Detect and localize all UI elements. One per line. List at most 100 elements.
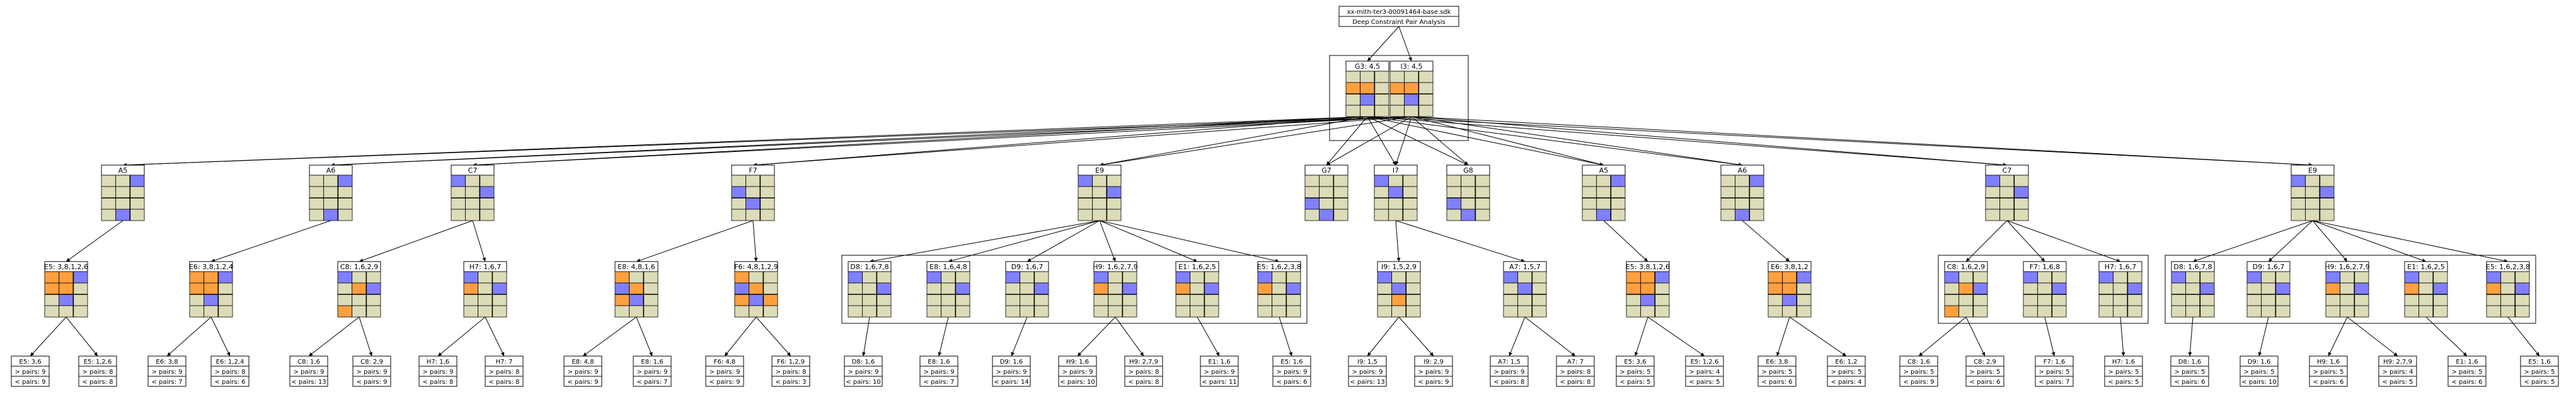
- level4-pairs-lt: < pairs: 6: [2313, 379, 2343, 386]
- level3-cell: [955, 305, 970, 318]
- level3-cell: [643, 294, 658, 306]
- level3-cluster: [2165, 255, 2536, 324]
- level3-cell: [1972, 305, 1988, 318]
- level3-cell: [2185, 294, 2200, 306]
- level3-node: F7: 1,6,8: [2023, 261, 2067, 318]
- level1-cell: [1389, 105, 1405, 117]
- level3-cell: [1204, 305, 1219, 318]
- level3-cell: [2418, 305, 2434, 318]
- level2-cell: [759, 209, 775, 221]
- level2-cell: [1388, 197, 1403, 210]
- level3-cell: [2418, 282, 2434, 295]
- level2-cell: [2319, 209, 2335, 221]
- level4-row-box: [1899, 376, 1938, 387]
- level4-label: A7: 7: [1567, 359, 1584, 366]
- tree-edge: [1395, 220, 1401, 262]
- level3-cell: [2340, 271, 2355, 284]
- level2-cell: [129, 186, 145, 199]
- level4-pairs-lt: < pairs: 8: [1128, 379, 1159, 386]
- level4-pairs-lt: < pairs: 5: [2382, 379, 2413, 386]
- level3-node: F6: 4,8,1,2,9: [734, 261, 778, 318]
- level3-cell: [1796, 271, 1812, 284]
- level3-label: C8: 1,6,2,9: [1947, 263, 1985, 271]
- level3-label: F7: 1,6,8: [2030, 263, 2061, 271]
- level4-label: I9: 2,9: [1423, 359, 1444, 366]
- level4-node: H9: 2,7,9> pairs: 4< pairs: 5: [2378, 355, 2417, 387]
- level3-cell: [1108, 271, 1123, 284]
- level3-cell: [59, 294, 74, 306]
- level3-cell: [955, 282, 970, 295]
- level3-cell: [762, 271, 778, 284]
- tree-edge: [1918, 316, 1967, 357]
- level3-cell: [352, 305, 367, 318]
- tree-edge: [30, 316, 67, 357]
- level4-node: E5: 1,6> pairs: 5< pairs: 5: [2520, 355, 2559, 387]
- tree-edge: [2044, 316, 2056, 357]
- level3-cluster: [841, 255, 1308, 324]
- level3-cell: [2514, 271, 2530, 284]
- level3-cell: [59, 305, 74, 318]
- level3-cell: [2098, 294, 2114, 306]
- level3-cell: [749, 294, 764, 306]
- level4-pairs-lt: < pairs: 9: [14, 379, 45, 386]
- tree-edge: [2120, 316, 2125, 357]
- level4-label: H9: 1,6: [2317, 359, 2340, 366]
- level4-pairs-lt: < pairs: 8: [422, 379, 453, 386]
- level2-cell: [1106, 197, 1122, 210]
- level3-cell: [217, 294, 233, 306]
- level1-cell: [1389, 93, 1405, 106]
- level4-row-box: [563, 376, 602, 387]
- level3-node: H9: 1,6,2,7,9: [2325, 261, 2370, 318]
- level2-cell: [115, 197, 130, 210]
- level3-cell: [1175, 282, 1191, 295]
- level2-cell: [1402, 209, 1418, 221]
- level2-label: A6: [1738, 166, 1747, 175]
- level3-cell: [1405, 305, 1421, 318]
- level3-cell: [1108, 294, 1123, 306]
- level3-cell: [2171, 294, 2187, 306]
- level4-label: C8: 1,6: [297, 359, 320, 366]
- level4-row-box: [2170, 376, 2209, 387]
- level3-cell: [189, 282, 205, 295]
- level3-cell: [1257, 271, 1273, 284]
- level3-cell: [876, 294, 892, 306]
- level3-cell: [2023, 305, 2038, 318]
- level4-label: F7: 1,6: [2044, 359, 2066, 366]
- level2-node: I7: [1374, 164, 1418, 221]
- level2-cell: [115, 209, 130, 221]
- level3-node: H7: 1,6,7: [463, 261, 507, 318]
- level3-cell: [1020, 305, 1035, 318]
- level4-pairs-lt: < pairs: 7: [2038, 379, 2069, 386]
- level3-cell: [1122, 271, 1137, 284]
- level4-label: E8: 4,8: [572, 359, 594, 366]
- level2-cell: [1999, 209, 2015, 221]
- level3-cell: [848, 271, 863, 284]
- level2-cell: [1388, 186, 1403, 199]
- level3-cell: [1405, 294, 1421, 306]
- level3-cell: [614, 294, 630, 306]
- level4-node: C8: 1,6> pairs: 5< pairs: 9: [1899, 355, 1938, 387]
- level3-cell: [1768, 282, 1783, 295]
- level2-cell: [1333, 197, 1348, 210]
- level4-label: E5: 3,6: [19, 359, 41, 366]
- level1-cell: [1404, 93, 1419, 106]
- level2-cell: [337, 197, 353, 210]
- level3-cell: [1796, 305, 1812, 318]
- level2-cell: [1106, 186, 1122, 199]
- level3-cell: [2051, 271, 2067, 284]
- level4-node: D8: 1,6> pairs: 9< pairs: 10: [844, 355, 883, 387]
- level4-pairs-lt: < pairs: 9: [567, 379, 598, 386]
- level3-cell: [72, 271, 88, 284]
- tree-edge: [1411, 116, 1743, 167]
- level3-label: E6: 3,8,1,2: [1771, 263, 1808, 271]
- level1-cell: [1374, 71, 1389, 83]
- level3-cell: [2023, 294, 2038, 306]
- level3-label: H9: 1,6,2,7,9: [1093, 263, 1137, 271]
- level3-cell: [643, 271, 658, 284]
- level3-cell: [1958, 271, 1974, 284]
- level2-cell: [1402, 186, 1418, 199]
- level2-cell: [337, 209, 353, 221]
- level3-cell: [72, 305, 88, 318]
- tree-edge: [66, 220, 124, 262]
